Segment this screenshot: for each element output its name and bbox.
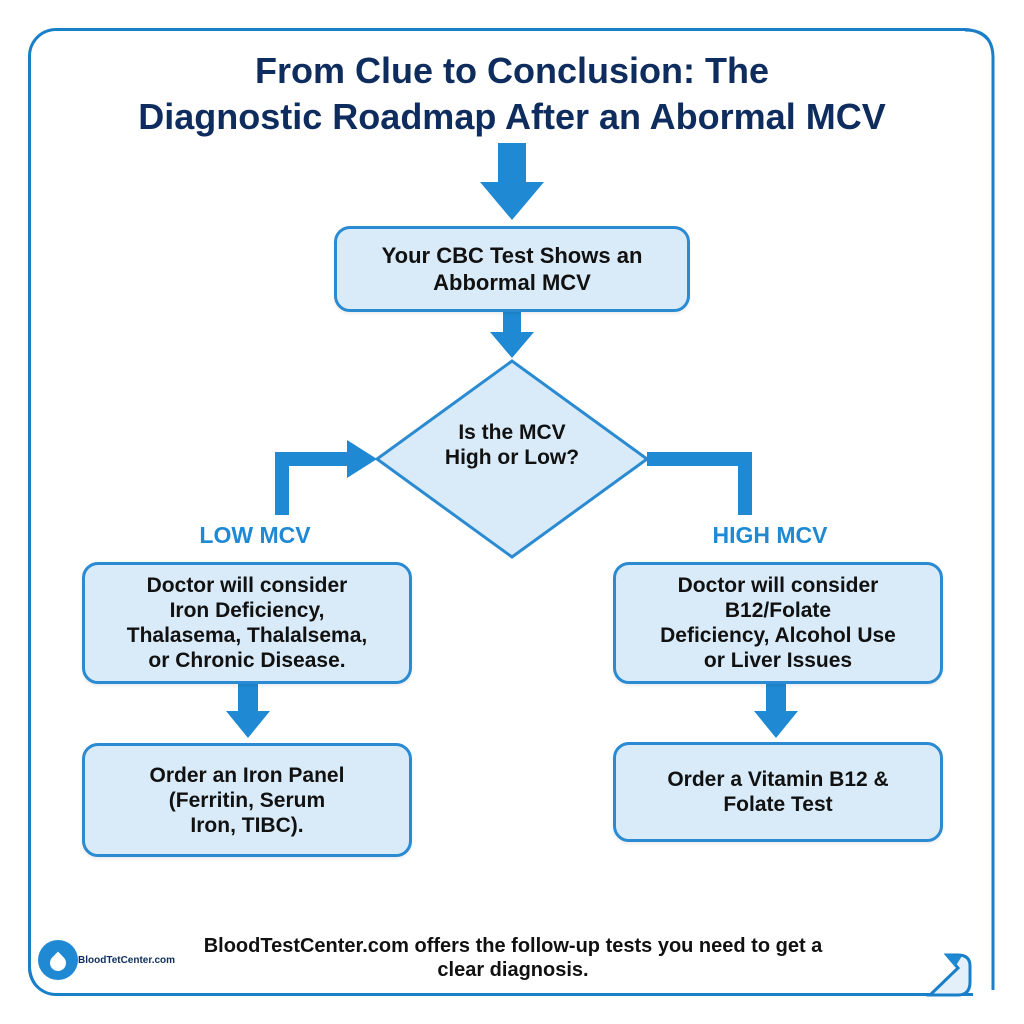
start-box: Your CBC Test Shows an Abbormal MCV bbox=[334, 226, 690, 312]
low-consider-line-3: Thalasema, Thalalsema, bbox=[126, 624, 368, 647]
low-consider-line-2: Iron Deficiency, bbox=[169, 599, 325, 622]
page-title: From Clue to Conclusion: The Diagnostic … bbox=[40, 48, 984, 140]
footer-line-2: clear diagnosis. bbox=[437, 959, 589, 981]
blood-drop-icon bbox=[38, 940, 78, 980]
low-consider-box: Doctor will consider Iron Deficiency, Th… bbox=[82, 562, 412, 684]
arrow-high-shaft bbox=[766, 683, 786, 713]
low-order-line-3: Iron, TIBC). bbox=[190, 813, 304, 837]
high-consider-line-4: or Liver Issues bbox=[703, 649, 853, 672]
decision-line-1: Is the MCV bbox=[458, 421, 566, 444]
page-curl-tip bbox=[944, 954, 962, 967]
decision-line-2: High or Low? bbox=[444, 446, 580, 469]
low-consider-line-1: Doctor will consider bbox=[146, 574, 348, 597]
arrow-title-shaft bbox=[498, 143, 526, 183]
decision-text: Is the MCV High or Low? bbox=[400, 420, 624, 470]
arrow-low-shaft bbox=[238, 683, 258, 713]
logo-text: BloodTetCenter.com bbox=[76, 953, 178, 967]
start-line-1: Your CBC Test Shows an bbox=[381, 243, 643, 268]
high-consider-line-1: Doctor will consider bbox=[677, 574, 879, 597]
arrow-start-head bbox=[490, 332, 534, 358]
footer-line-1: BloodTestCenter.com offers the follow-up… bbox=[203, 935, 823, 957]
high-order-box: Order a Vitamin B12 & Folate Test bbox=[613, 742, 943, 842]
page-curl-icon bbox=[926, 953, 972, 997]
low-consider-line-4: or Chronic Disease. bbox=[148, 649, 346, 672]
high-order-line-2: Folate Test bbox=[723, 793, 833, 816]
arrow-low-head bbox=[347, 440, 377, 478]
decision-diamond bbox=[374, 359, 650, 559]
arrow-title-head bbox=[480, 182, 544, 220]
title-line-1: From Clue to Conclusion: The bbox=[255, 50, 769, 91]
arrow-high-order-head bbox=[754, 711, 798, 738]
start-line-2: Abbormal MCV bbox=[433, 270, 591, 295]
low-order-box: Order an Iron Panel (Ferritin, Serum Iro… bbox=[82, 743, 412, 857]
low-order-line-2: (Ferritin, Serum bbox=[168, 788, 326, 812]
outer-frame-right-edge bbox=[964, 28, 995, 990]
outer-frame bbox=[28, 28, 993, 994]
arrow-high-connector bbox=[647, 452, 752, 515]
footer-message: BloodTestCenter.com offers the follow-up… bbox=[168, 934, 858, 982]
low-order-line-1: Order an Iron Panel bbox=[149, 763, 345, 787]
high-mcv-label: HIGH MCV bbox=[712, 522, 828, 548]
low-mcv-label: LOW MCV bbox=[199, 522, 311, 548]
arrow-start-shaft bbox=[503, 312, 521, 334]
title-line-2: Diagnostic Roadmap After an Abormal MCV bbox=[138, 96, 886, 137]
high-consider-line-2: B12/Folate bbox=[724, 599, 832, 622]
high-consider-box: Doctor will consider B12/Folate Deficien… bbox=[613, 562, 943, 684]
high-consider-line-3: Deficiency, Alcohol Use bbox=[660, 624, 896, 647]
arrow-low-order-head bbox=[226, 711, 270, 738]
arrow-low-connector bbox=[275, 452, 350, 515]
high-order-line-1: Order a Vitamin B12 & bbox=[667, 768, 889, 791]
brand-logo: BloodTetCenter.com bbox=[38, 940, 178, 980]
